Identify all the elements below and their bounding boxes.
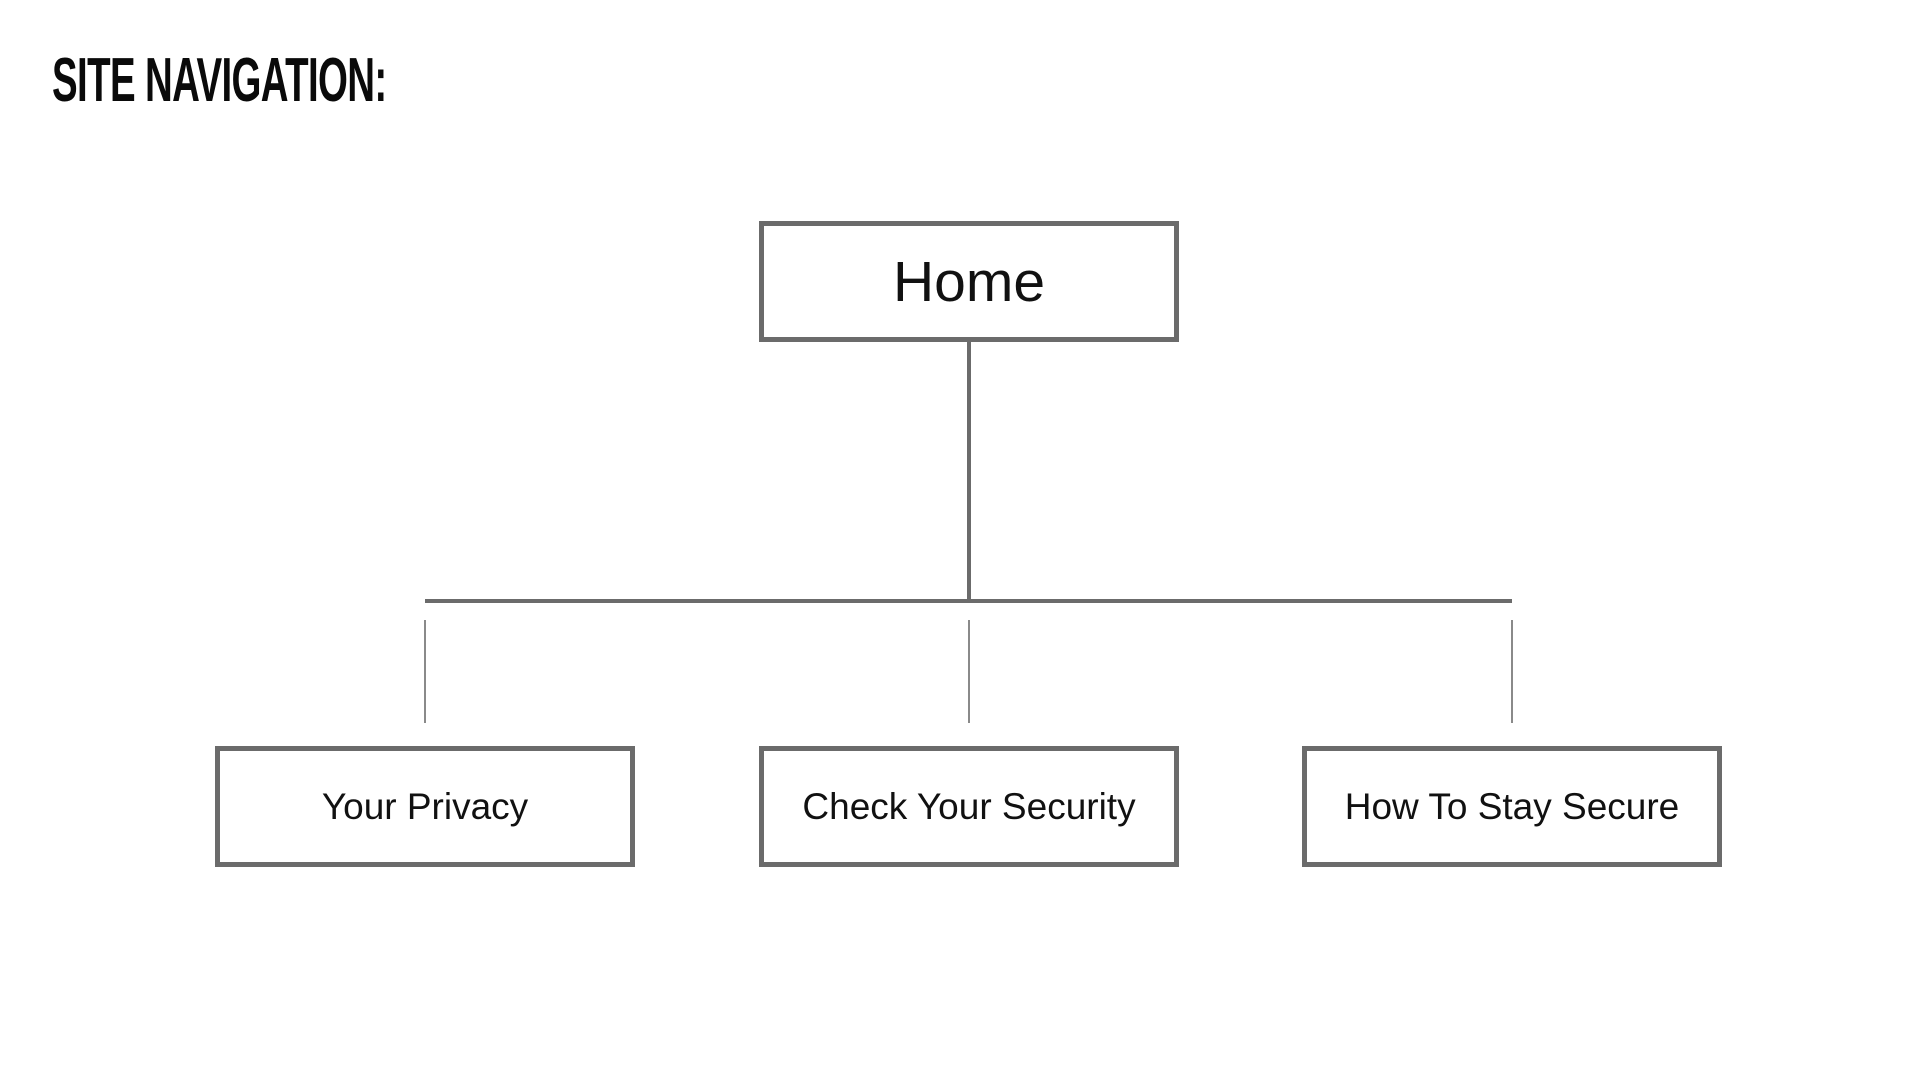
node-your-privacy[interactable]: Your Privacy — [215, 746, 635, 867]
node-how-to-stay-secure[interactable]: How To Stay Secure — [1302, 746, 1722, 867]
node-check-your-security-label: Check Your Security — [802, 785, 1136, 827]
node-home[interactable]: Home — [759, 221, 1179, 342]
node-check-your-security[interactable]: Check Your Security — [759, 746, 1179, 867]
node-home-label: Home — [892, 249, 1046, 314]
page-title: SITE NAVIGATION: — [52, 46, 387, 115]
node-your-privacy-label: Your Privacy — [321, 785, 529, 827]
node-how-to-stay-secure-label: How To Stay Secure — [1344, 785, 1680, 827]
